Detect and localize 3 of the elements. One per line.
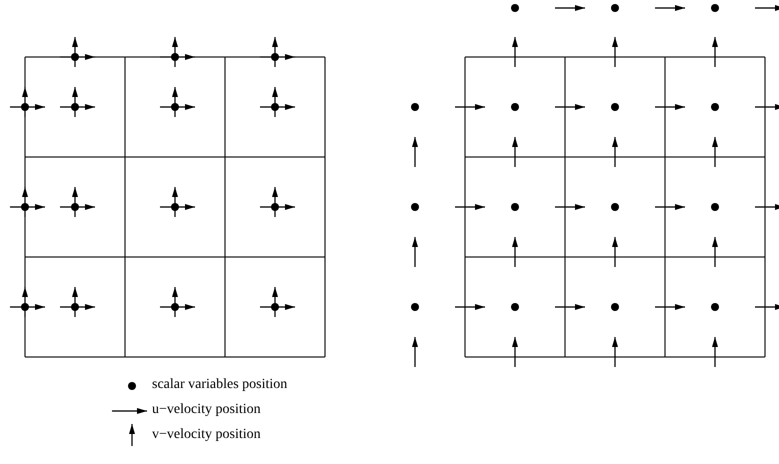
legend-label: scalar variables position	[152, 377, 288, 393]
legend-label: v−velocity position	[152, 427, 261, 443]
legend-label: u−velocity position	[152, 402, 261, 418]
